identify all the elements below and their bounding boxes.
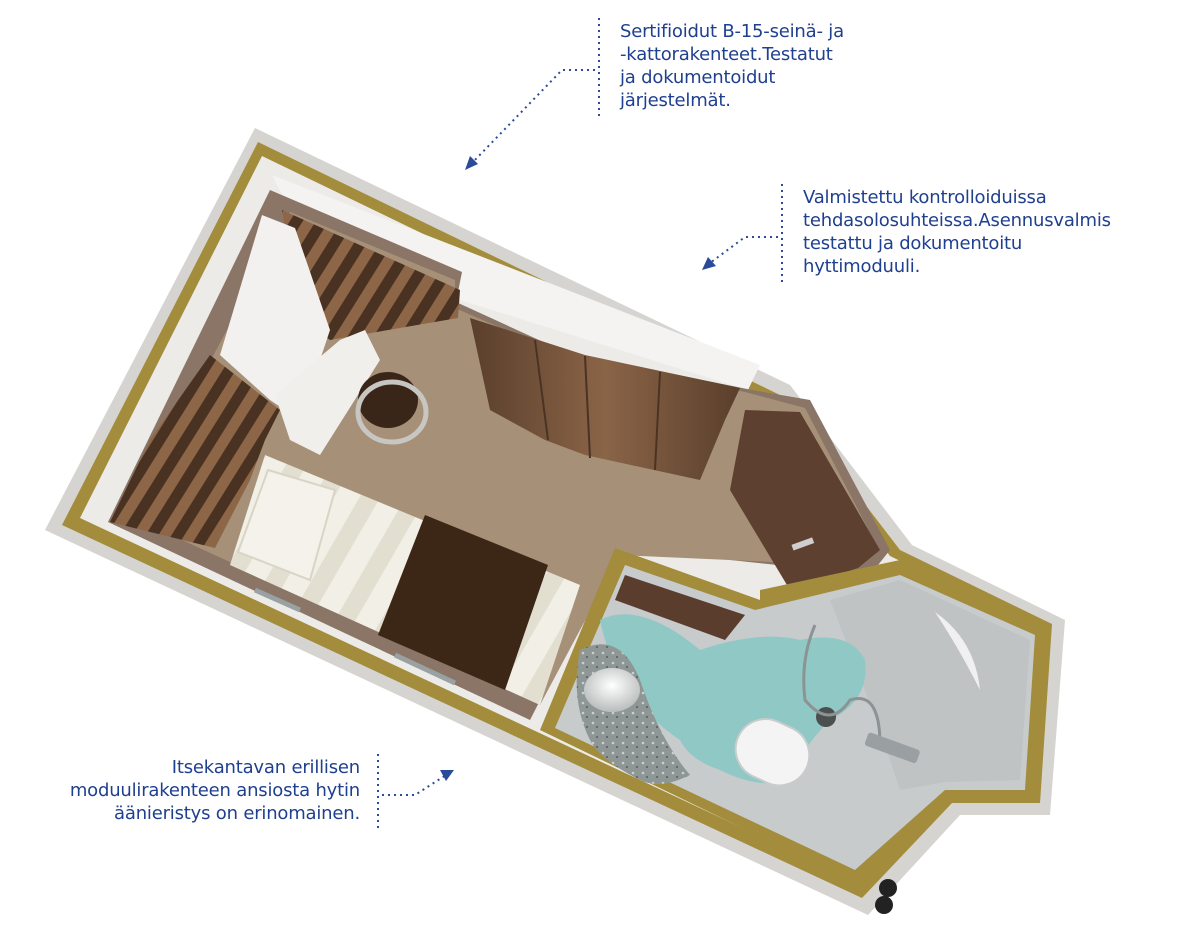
door-handle xyxy=(791,537,815,551)
shower-mixer xyxy=(864,732,920,763)
callout-sound-insulation: Itsekantavan erillisen moduulirakenteen … xyxy=(52,756,360,825)
callout-mid-line-4: hyttimoduuli. xyxy=(803,256,921,277)
callout-bottom-line-2: moduulirakenteen ansiosta hytin xyxy=(69,780,360,801)
bed-pillow xyxy=(236,468,337,582)
module-foot-1 xyxy=(879,879,897,897)
wardrobe-seam-3 xyxy=(654,371,661,471)
shower-hose xyxy=(802,624,882,746)
floor-drain xyxy=(816,707,836,727)
bed-blanket xyxy=(378,515,548,690)
callout-top-line-1: Sertifioidut B-15-seinä- ja xyxy=(620,21,844,42)
stool-rim xyxy=(355,379,429,445)
callout-top-leader xyxy=(471,69,595,164)
callout-certified-structures: Sertifioidut B-15-seinä- ja -kattorakent… xyxy=(620,20,844,112)
callout-bottom-leader xyxy=(382,774,447,796)
wood-slat-panel-lower xyxy=(110,355,280,548)
toilet xyxy=(734,718,811,787)
bed-rail-1 xyxy=(253,587,302,613)
module-foot-2 xyxy=(875,896,893,914)
callout-top-line-2: -kattorakenteet.Testatut xyxy=(620,44,833,65)
callout-mid-line-1: Valmistettu kontrolloiduissa xyxy=(803,187,1047,208)
shower-floor xyxy=(830,580,1030,790)
callout-bottom-arrowhead xyxy=(440,770,454,781)
sink-basin xyxy=(584,668,640,712)
wardrobe-white xyxy=(220,215,330,420)
bulkhead-top xyxy=(272,175,760,390)
callout-top-line-3: ja dokumentoidut xyxy=(620,67,776,88)
callout-bottom-line-1: Itsekantavan erillisen xyxy=(171,757,360,778)
callout-mid-leader xyxy=(709,236,778,264)
bathroom-door xyxy=(615,575,745,640)
wardrobe-seam-2 xyxy=(584,355,591,459)
wood-slat-panel-upper xyxy=(282,210,460,340)
callout-top-arrowhead xyxy=(465,156,478,170)
callout-mid-arrowhead xyxy=(702,257,716,270)
callout-mid-line-3: testattu ja dokumentoitu xyxy=(803,233,1023,254)
wardrobe-seam-1 xyxy=(534,339,549,441)
desk-white xyxy=(275,330,380,455)
callout-bottom-line-3: äänieristys on erinomainen. xyxy=(114,803,360,824)
callout-factory-made: Valmistettu kontrolloiduissa tehdasolosu… xyxy=(803,186,1111,278)
callout-top-line-4: järjestelmät. xyxy=(620,90,731,111)
bed-rail-2 xyxy=(393,652,457,686)
callout-mid-line-2: tehdasolosuhteissa.Asennusvalmis xyxy=(803,210,1111,231)
entry-door xyxy=(730,410,880,590)
